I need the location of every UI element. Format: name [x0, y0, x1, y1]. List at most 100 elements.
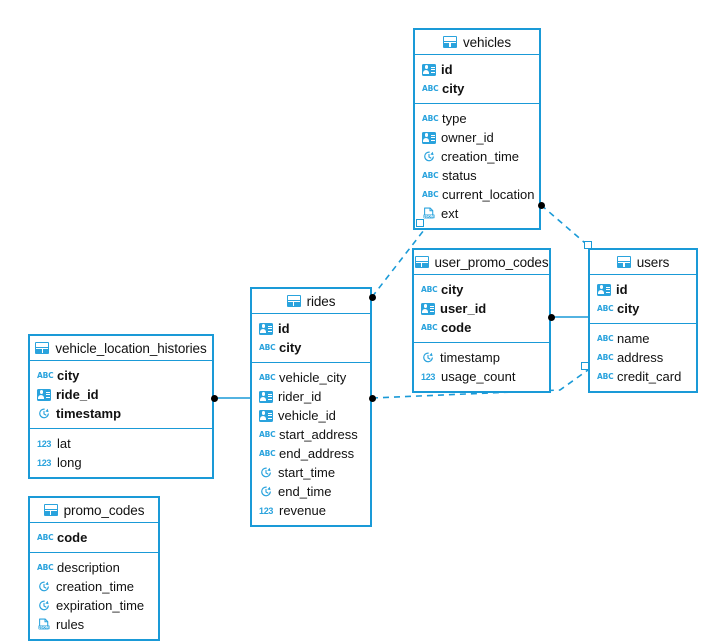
- relationship-endpoint-square: [584, 241, 592, 249]
- table-key-row[interactable]: id: [415, 60, 539, 79]
- key-name: id: [278, 321, 290, 336]
- table-key-row[interactable]: id: [590, 280, 696, 299]
- clock-timestamp-icon: [422, 150, 436, 163]
- svg-text:JSON: JSON: [423, 215, 434, 219]
- column-name: end_address: [279, 446, 355, 461]
- abc-string-icon: ABC: [422, 170, 439, 180]
- id-card-icon: [597, 283, 611, 296]
- table-column-row[interactable]: owner_id: [415, 128, 539, 147]
- column-name: rules: [56, 617, 85, 632]
- table-key-row[interactable]: user_id: [414, 299, 549, 318]
- table-name: rides: [306, 293, 336, 309]
- id-card-icon: [259, 322, 273, 335]
- column-name: creation_time: [56, 579, 135, 594]
- table-column-row[interactable]: start_time: [252, 463, 370, 482]
- table-column-row[interactable]: vehicle_id: [252, 406, 370, 425]
- id-card-icon: [421, 302, 435, 315]
- table-header-rides[interactable]: rides: [252, 289, 370, 314]
- table-column-row[interactable]: rider_id: [252, 387, 370, 406]
- column-name: creation_time: [441, 149, 520, 164]
- relationship-endpoint-dot: [368, 293, 376, 301]
- key-name: city: [441, 282, 464, 297]
- key-name: id: [616, 282, 628, 297]
- id-card-icon: [422, 131, 436, 144]
- table-column-row[interactable]: end_time: [252, 482, 370, 501]
- key-name: code: [57, 530, 88, 545]
- table-column-row[interactable]: creation_time: [30, 577, 158, 596]
- table-column-row[interactable]: expiration_time: [30, 596, 158, 615]
- relationship-endpoint-dot: [537, 201, 545, 209]
- column-name: end_time: [278, 484, 332, 499]
- table-key-row[interactable]: timestamp: [30, 404, 212, 423]
- relationship-endpoint-square: [581, 362, 589, 370]
- relationship-endpoint-dot: [368, 394, 376, 402]
- abc-string-icon: ABC: [597, 333, 614, 343]
- table-header-vehicles[interactable]: vehicles: [415, 30, 539, 55]
- table-header-vehicle_location_histories[interactable]: vehicle_location_histories: [30, 336, 212, 361]
- column-name: long: [57, 455, 82, 470]
- column-name: name: [617, 331, 650, 346]
- abc-string-icon: ABC: [422, 83, 439, 93]
- abc-string-icon: ABC: [422, 113, 439, 123]
- table-name: vehicle_location_histories: [55, 340, 207, 356]
- table-key-row[interactable]: ride_id: [30, 385, 212, 404]
- table-key-row[interactable]: id: [252, 319, 370, 338]
- key-name: city: [279, 340, 302, 355]
- table-column-row[interactable]: timestamp: [414, 348, 549, 367]
- abc-string-icon: ABC: [259, 429, 276, 439]
- abc-string-icon: ABC: [421, 284, 438, 294]
- table-header-users[interactable]: users: [590, 250, 696, 275]
- key-name: ride_id: [56, 387, 99, 402]
- abc-string-icon: ABC: [259, 342, 276, 352]
- table-grid-icon: [616, 256, 631, 268]
- column-name: vehicle_id: [278, 408, 336, 423]
- id-card-icon: [37, 388, 51, 401]
- key-name: city: [57, 368, 80, 383]
- abc-string-icon: ABC: [259, 448, 276, 458]
- key-name: timestamp: [56, 406, 122, 421]
- column-name: revenue: [279, 503, 326, 518]
- abc-string-icon: ABC: [597, 371, 614, 381]
- table-header-promo_codes[interactable]: promo_codes: [30, 498, 158, 523]
- abc-string-icon: ABC: [259, 372, 276, 382]
- table-header-user_promo_codes[interactable]: user_promo_codes: [414, 250, 549, 275]
- table-column-row[interactable]: creation_time: [415, 147, 539, 166]
- json-document-icon: JSON: [422, 207, 436, 220]
- table-grid-icon: [414, 256, 429, 268]
